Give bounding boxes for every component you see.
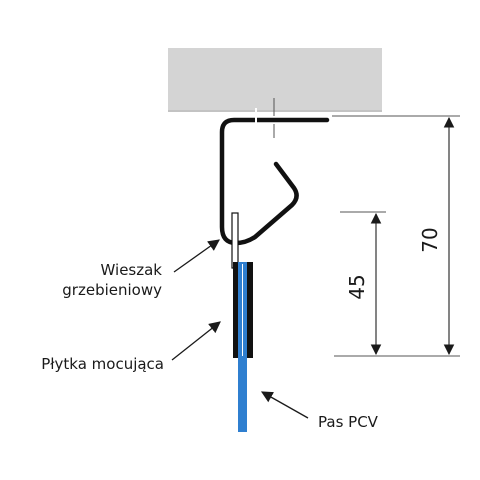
- ceiling-block: [168, 48, 382, 112]
- mounting-plate-right: [247, 262, 253, 358]
- label-hanger-line2: grzebieniowy: [62, 281, 162, 299]
- mounting-plate-left: [233, 262, 238, 358]
- label-hanger-line1: Wieszak: [101, 261, 163, 279]
- dim-value-inner: 45: [345, 274, 369, 299]
- strip-leader-arrow: [260, 391, 309, 419]
- hanger-tongue: [231, 212, 239, 269]
- label-pvc-strip: Pas PCV: [318, 413, 379, 431]
- dim-value-total: 70: [418, 227, 442, 252]
- label-mounting-plate: Płytka mocująca: [41, 355, 164, 373]
- plate-leader-arrow: [171, 321, 221, 361]
- ceiling-bottom-edge: [168, 110, 382, 112]
- hanger-leader-arrow: [173, 239, 220, 273]
